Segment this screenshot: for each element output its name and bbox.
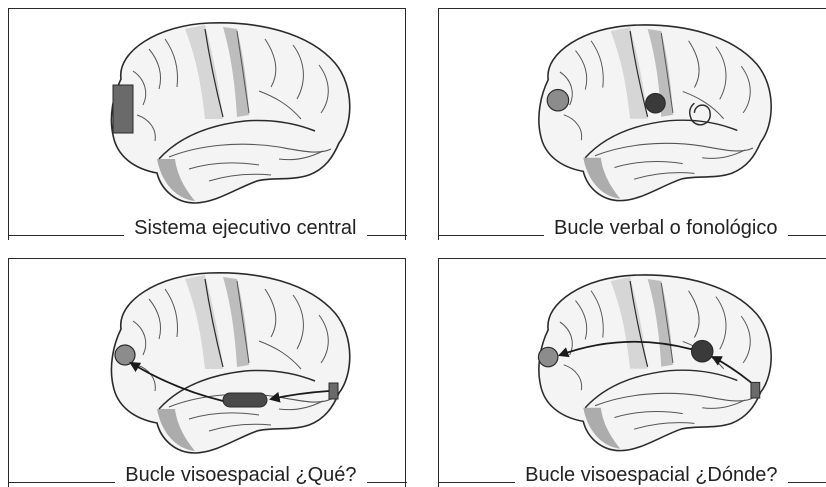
dlpfc-highlight [113, 85, 133, 133]
brain-illustration [9, 259, 407, 459]
brain-illustration [439, 9, 826, 209]
panel-caption: Sistema ejecutivo central [124, 216, 366, 240]
panel-caption: Bucle visoespacial ¿Dónde? [515, 463, 787, 487]
panel-verbal-loop: Bucle verbal o fonológico [438, 8, 826, 240]
occipital-area [329, 383, 338, 399]
panel-caption: Bucle visoespacial ¿Qué? [115, 463, 366, 487]
prefrontal-area [115, 345, 135, 365]
prefrontal-area [538, 347, 557, 366]
brain-illustration [439, 259, 826, 459]
broca-area [547, 90, 568, 111]
panel-executive: Sistema ejecutivo central [8, 8, 406, 240]
occipital-area [751, 382, 760, 398]
brain-illustration [9, 9, 407, 209]
panel-visuospatial-what: Bucle visoespacial ¿Qué? [8, 258, 406, 487]
panel-caption: Bucle verbal o fonológico [544, 216, 787, 240]
temporal-area [223, 393, 267, 407]
parietal-area [691, 340, 712, 361]
wernicke-area [646, 93, 665, 112]
panel-visuospatial-where: Bucle visoespacial ¿Dónde? [438, 258, 826, 487]
